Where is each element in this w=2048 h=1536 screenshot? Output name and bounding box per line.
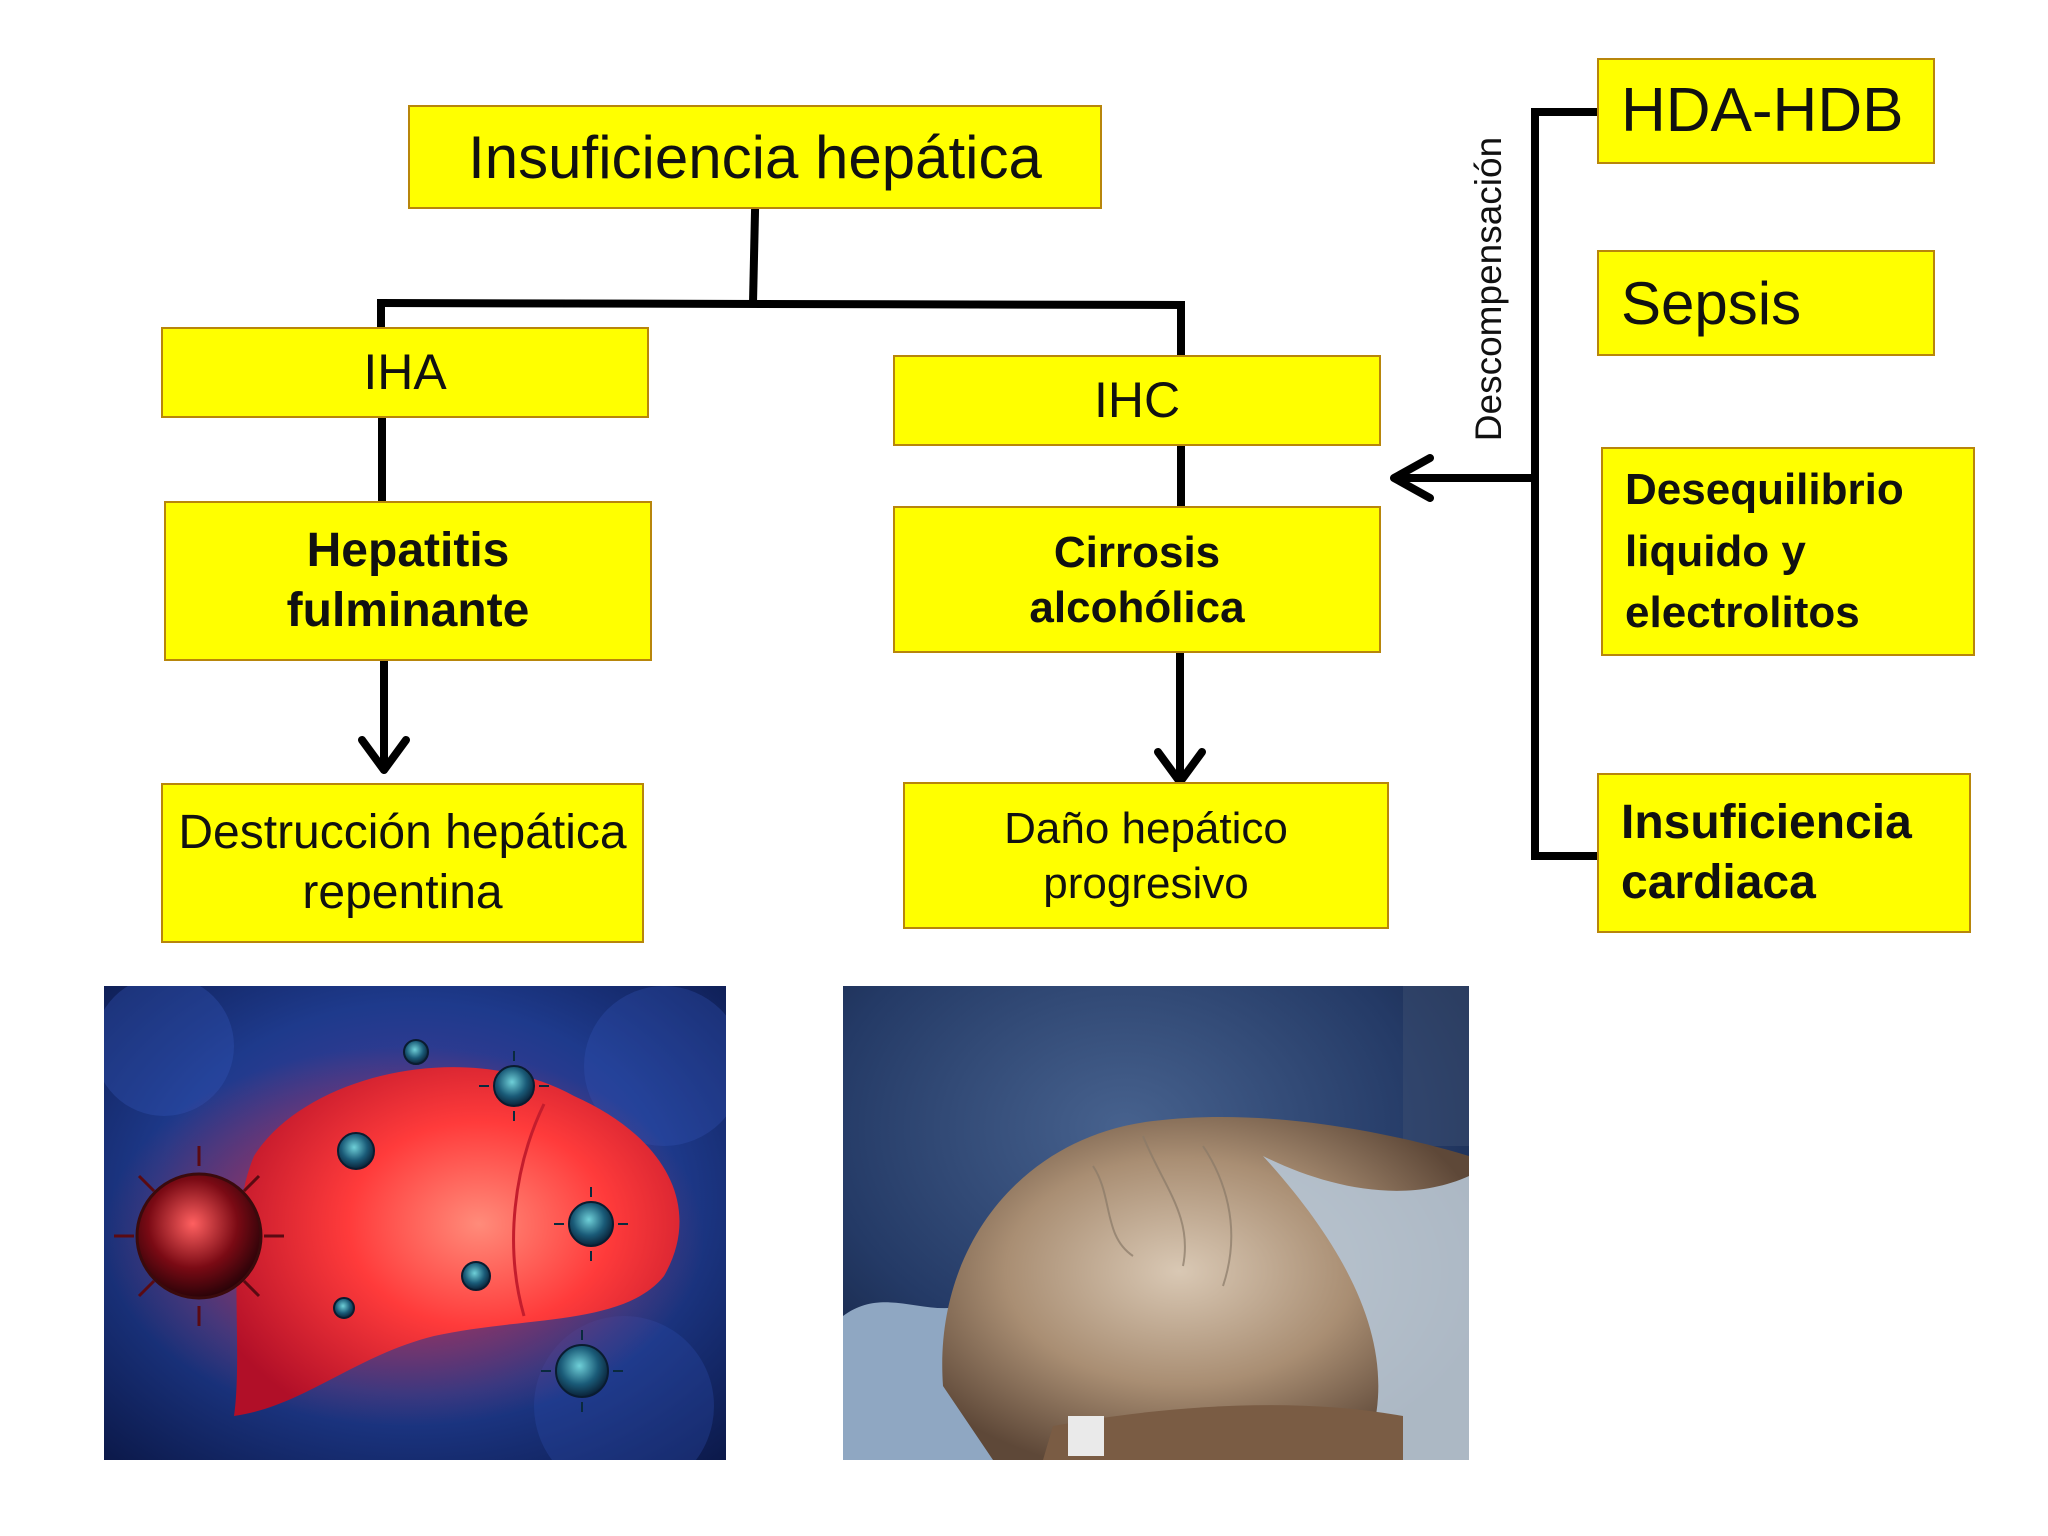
distended-abdomen-photo xyxy=(843,986,1469,1460)
ihc-node: IHC xyxy=(893,355,1381,446)
ihc-cause-label: Cirrosis alcohólica xyxy=(1029,527,1245,632)
ihc-effect-label: Daño hepático progresivo xyxy=(1004,803,1288,908)
decomp-item-hda-hdb: HDA-HDB xyxy=(1597,58,1935,164)
iha-label: IHA xyxy=(363,344,447,401)
ihc-effect-node: Daño hepático progresivo xyxy=(903,782,1389,929)
iha-effect-node: Destrucción hepática repentina xyxy=(161,783,644,943)
ihc-cause-node: Cirrosis alcohólica xyxy=(893,506,1381,653)
iha-cause-label: Hepatitis fulminante xyxy=(286,524,530,637)
iha-node: IHA xyxy=(161,327,649,418)
ihc-label: IHC xyxy=(1093,372,1181,429)
iha-effect-label: Destrucción hepática repentina xyxy=(178,806,627,919)
virus-liver-svg xyxy=(104,986,726,1460)
decompensation-label: Descompensación xyxy=(1468,136,1509,442)
virus-liver-illustration xyxy=(104,986,726,1460)
decomp-item-insuficiencia-cardiaca: Insuficiencia cardiaca xyxy=(1597,773,1971,933)
decomp-item-desequilibrio: Desequilibrio liquido y electrolitos xyxy=(1601,447,1975,656)
abdomen-svg xyxy=(843,986,1469,1460)
iha-cause-node: Hepatitis fulminante xyxy=(164,501,652,661)
decomp-item-sepsis: Sepsis xyxy=(1597,250,1935,356)
root-node: Insuficiencia hepática xyxy=(408,105,1102,209)
root-label: Insuficiencia hepática xyxy=(468,123,1042,191)
